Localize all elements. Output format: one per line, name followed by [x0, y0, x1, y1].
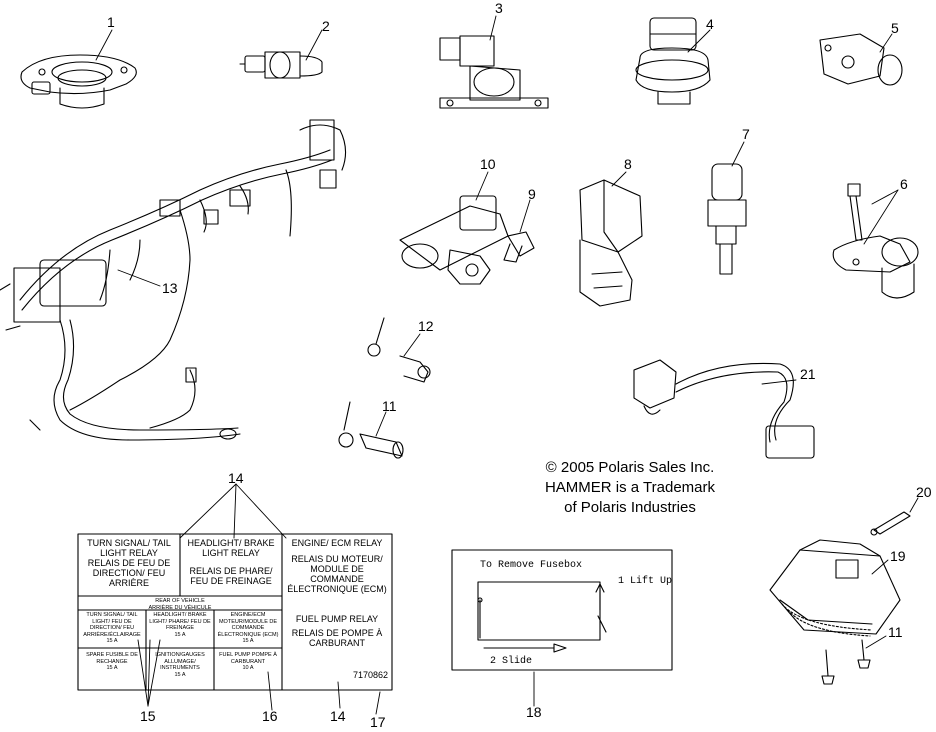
- part-8-sensor-module: [579, 179, 643, 307]
- rear-of-vehicle-label: REAR OF VEHICLE ARRIÈRE DU VÉHICULE: [148, 598, 212, 611]
- part-9-bolt: [503, 231, 535, 263]
- callout-2: 2: [322, 18, 330, 34]
- turn-signal-relay-label: TURN SIGNAL/ TAIL LIGHT RELAY RELAIS DE …: [87, 538, 171, 588]
- part-11-fuse-box-screws: [821, 639, 871, 685]
- callout-6: 6: [900, 176, 908, 192]
- part-21-sensor-cable: [633, 359, 815, 459]
- part-4-map-sensor: [635, 17, 711, 105]
- fuse-spare: SPARE FUSIBLE DE RECHANGE 15 A: [86, 652, 138, 671]
- part-5-throttle-position-sensor: [819, 33, 903, 86]
- fuel-pump-relay-label: FUEL PUMP RELAY RELAIS DE POMPE À CARBUR…: [291, 614, 383, 648]
- callout-17: 17: [370, 714, 386, 730]
- callout-18: 18: [526, 704, 542, 720]
- callout-20: 20: [916, 484, 932, 500]
- callout-5: 5: [891, 20, 899, 36]
- callout-1: 1: [107, 14, 115, 30]
- callout-12: 12: [418, 318, 434, 334]
- callout-3: 3: [495, 0, 503, 16]
- callout-13: 13: [162, 280, 178, 296]
- callout-11b: 11: [888, 624, 903, 640]
- fuse-ignition: IGNITION/GAUGES ALLUMAGE/ INSTRUMENTS 15…: [155, 652, 205, 678]
- part-number: 7170862: [352, 670, 388, 680]
- fuse-headlight: HEADLIGHT/ BRAKE LIGHT/ PHARE/ FEU DE FR…: [149, 612, 211, 638]
- fusebox-step-2: 2 Slide: [490, 656, 533, 667]
- callout-14b: 14: [330, 708, 346, 724]
- callout-leaders: [95, 15, 919, 715]
- fuse-turn-signal: TURN SIGNAL/ TAIL LIGHT/ FEU DE DIRECTIO…: [83, 612, 141, 644]
- callout-10: 10: [480, 156, 496, 172]
- part-20-pin: [870, 511, 911, 536]
- fusebox-step-1: 1 Lift Up: [618, 576, 673, 587]
- callout-15: 15: [140, 708, 156, 724]
- fusebox-removal-label: [451, 549, 673, 671]
- fusebox-title: To Remove Fusebox: [480, 560, 583, 571]
- part-6-speed-sensor: [832, 183, 919, 299]
- copyright-line-3: of Polaris Industries: [564, 499, 696, 516]
- part-1-sensor-flange: [20, 54, 137, 109]
- fuse-engine: ENGINE/ECM MOTEUR/MODULE DE COMMANDE ÉLE…: [217, 612, 279, 644]
- part-3-bracket-sensor: [439, 35, 549, 109]
- callout-11: 11: [382, 398, 397, 414]
- callout-14: 14: [228, 470, 244, 486]
- callout-7: 7: [742, 126, 750, 142]
- part-13-wiring-harness: [0, 119, 347, 441]
- part-12-ground-bolt: [367, 317, 431, 383]
- part-10-crank-position-sensor: [399, 195, 509, 285]
- fuse-fuel-pump: FUEL PUMP POMPE À CARBURANT 10 A: [219, 652, 277, 671]
- callout-19: 19: [890, 548, 906, 564]
- relay-fuse-label-outline: [77, 533, 393, 691]
- part-2-pressure-switch: [239, 51, 323, 79]
- engine-relay-label: ENGINE/ ECM RELAY RELAIS DU MOTEUR/ MODU…: [287, 538, 387, 594]
- headlight-relay-label: HEADLIGHT/ BRAKE LIGHT RELAY RELAIS DE P…: [187, 538, 275, 586]
- copyright-line-2: HAMMER is a Trademark: [544, 479, 716, 496]
- part-19-fuse-box: [769, 539, 901, 637]
- part-7-temperature-sensor: [707, 163, 747, 275]
- copyright-notice: © 2005 Polaris Sales Inc. HAMMER is a Tr…: [470, 458, 790, 518]
- callout-4: 4: [706, 16, 714, 32]
- callout-21: 21: [800, 366, 816, 382]
- callout-16: 16: [262, 708, 278, 724]
- part-11-terminal-sleeve: [338, 401, 404, 459]
- callout-8: 8: [624, 156, 632, 172]
- callout-9: 9: [528, 186, 536, 202]
- copyright-line-1: © 2005 Polaris Sales Inc.: [545, 459, 715, 476]
